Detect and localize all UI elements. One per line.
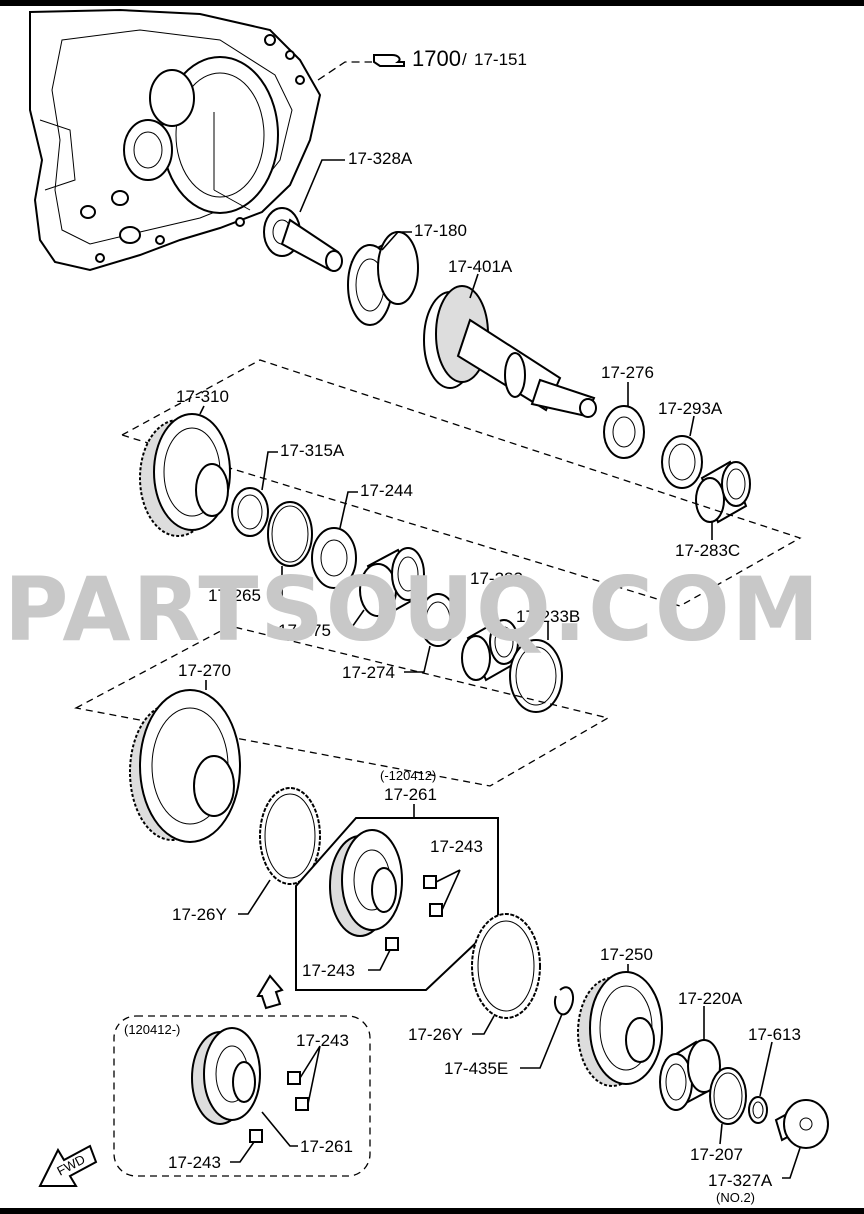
part-17-315A: 17-315A — [231, 441, 345, 537]
reference-sub: 17-151 — [474, 50, 527, 69]
part-17-244: 17-244 — [311, 481, 413, 589]
transmission-housing — [29, 8, 322, 272]
part-17-250: 17-250 — [577, 945, 663, 1087]
part-17-270: 17-270 — [129, 661, 241, 843]
label-17-270: 17-270 — [178, 661, 231, 680]
part-17-293A: 17-293A — [658, 399, 723, 489]
reference-callout: 1700 / 17-151 — [317, 46, 527, 81]
part-17-435E: 17-435E — [444, 986, 575, 1078]
label-17-220A: 17-220A — [678, 989, 743, 1008]
label-17-435E: 17-435E — [444, 1059, 508, 1078]
label-17-243-b: 17-243 — [302, 961, 355, 980]
part-17-261-box: (-120412) 17-261 17-243 17-243 — [295, 768, 499, 991]
label-17-243-d: 17-243 — [168, 1153, 221, 1172]
label-17-244: 17-244 — [360, 481, 413, 500]
direction-arrow-small — [256, 974, 284, 1010]
watermark: PARTSOUQ.COM — [4, 558, 821, 661]
label-17-401A: 17-401A — [448, 257, 513, 276]
label-17-180: 17-180 — [414, 221, 467, 240]
label-17-265: 17-265 — [208, 586, 261, 605]
fwd-arrow: FWD — [38, 1144, 98, 1187]
label-17-261-note: (-120412) — [380, 768, 436, 783]
label-17-293A: 17-293A — [658, 399, 723, 418]
label-17-233B: 17-233B — [516, 607, 580, 626]
part-17-26Y-left: 17-26Y — [172, 787, 321, 924]
bottom-border — [0, 1208, 864, 1214]
label-17-327A-note: (NO.2) — [716, 1190, 755, 1205]
part-17-275: 17-275 — [278, 547, 425, 640]
label-17-26Y-right: 17-26Y — [408, 1025, 463, 1044]
label-17-283C: 17-283C — [675, 541, 740, 560]
part-17-261-alt-box: (120412-) 17-243 17-261 17-243 — [113, 1015, 371, 1177]
label-17-310: 17-310 — [176, 387, 229, 406]
reference-main: 1700 — [412, 46, 461, 71]
part-17-233B: 17-233B — [509, 607, 580, 713]
reference-separator: / — [462, 50, 467, 69]
label-17-261: 17-261 — [384, 785, 437, 804]
part-17-401A: 17-401A — [423, 257, 597, 418]
label-17-250: 17-250 — [600, 945, 653, 964]
label-17-207: 17-207 — [690, 1145, 743, 1164]
label-17-315A: 17-315A — [280, 441, 345, 460]
label-17-26Y-left: 17-26Y — [172, 905, 227, 924]
label-17-243-c: 17-243 — [296, 1031, 349, 1050]
part-17-310: 17-310 — [139, 387, 231, 537]
group-box-2 — [74, 625, 610, 787]
part-17-26Y-right: 17-26Y — [408, 913, 541, 1044]
top-border — [0, 0, 864, 6]
part-17-283C: 17-283C — [675, 460, 751, 560]
part-17-207: 17-207 — [690, 1067, 747, 1164]
label-17-327A: 17-327A — [708, 1171, 773, 1190]
part-17-283: 17-283 — [461, 569, 523, 682]
group-box-1 — [120, 359, 802, 607]
label-17-283: 17-283 — [470, 569, 523, 588]
part-17-328A: 17-328A — [263, 149, 413, 272]
part-17-276: 17-276 — [601, 363, 654, 459]
part-17-220A: 17-220A — [659, 989, 743, 1111]
label-17-613: 17-613 — [748, 1025, 801, 1044]
label-17-243-a: 17-243 — [430, 837, 483, 856]
label-17-274: 17-274 — [342, 663, 395, 682]
label-17-276: 17-276 — [601, 363, 654, 382]
label-box2-note: (120412-) — [124, 1022, 180, 1037]
part-17-274: 17-274 — [342, 593, 457, 682]
part-17-327A: 17-327A (NO.2) — [708, 1099, 829, 1205]
part-17-613: 17-613 — [748, 1025, 801, 1124]
label-17-261-b: 17-261 — [300, 1137, 353, 1156]
part-17-180: 17-180 — [347, 221, 467, 326]
label-17-275: 17-275 — [278, 621, 331, 640]
part-17-265: 17-265 — [208, 501, 313, 605]
label-17-328A: 17-328A — [348, 149, 413, 168]
